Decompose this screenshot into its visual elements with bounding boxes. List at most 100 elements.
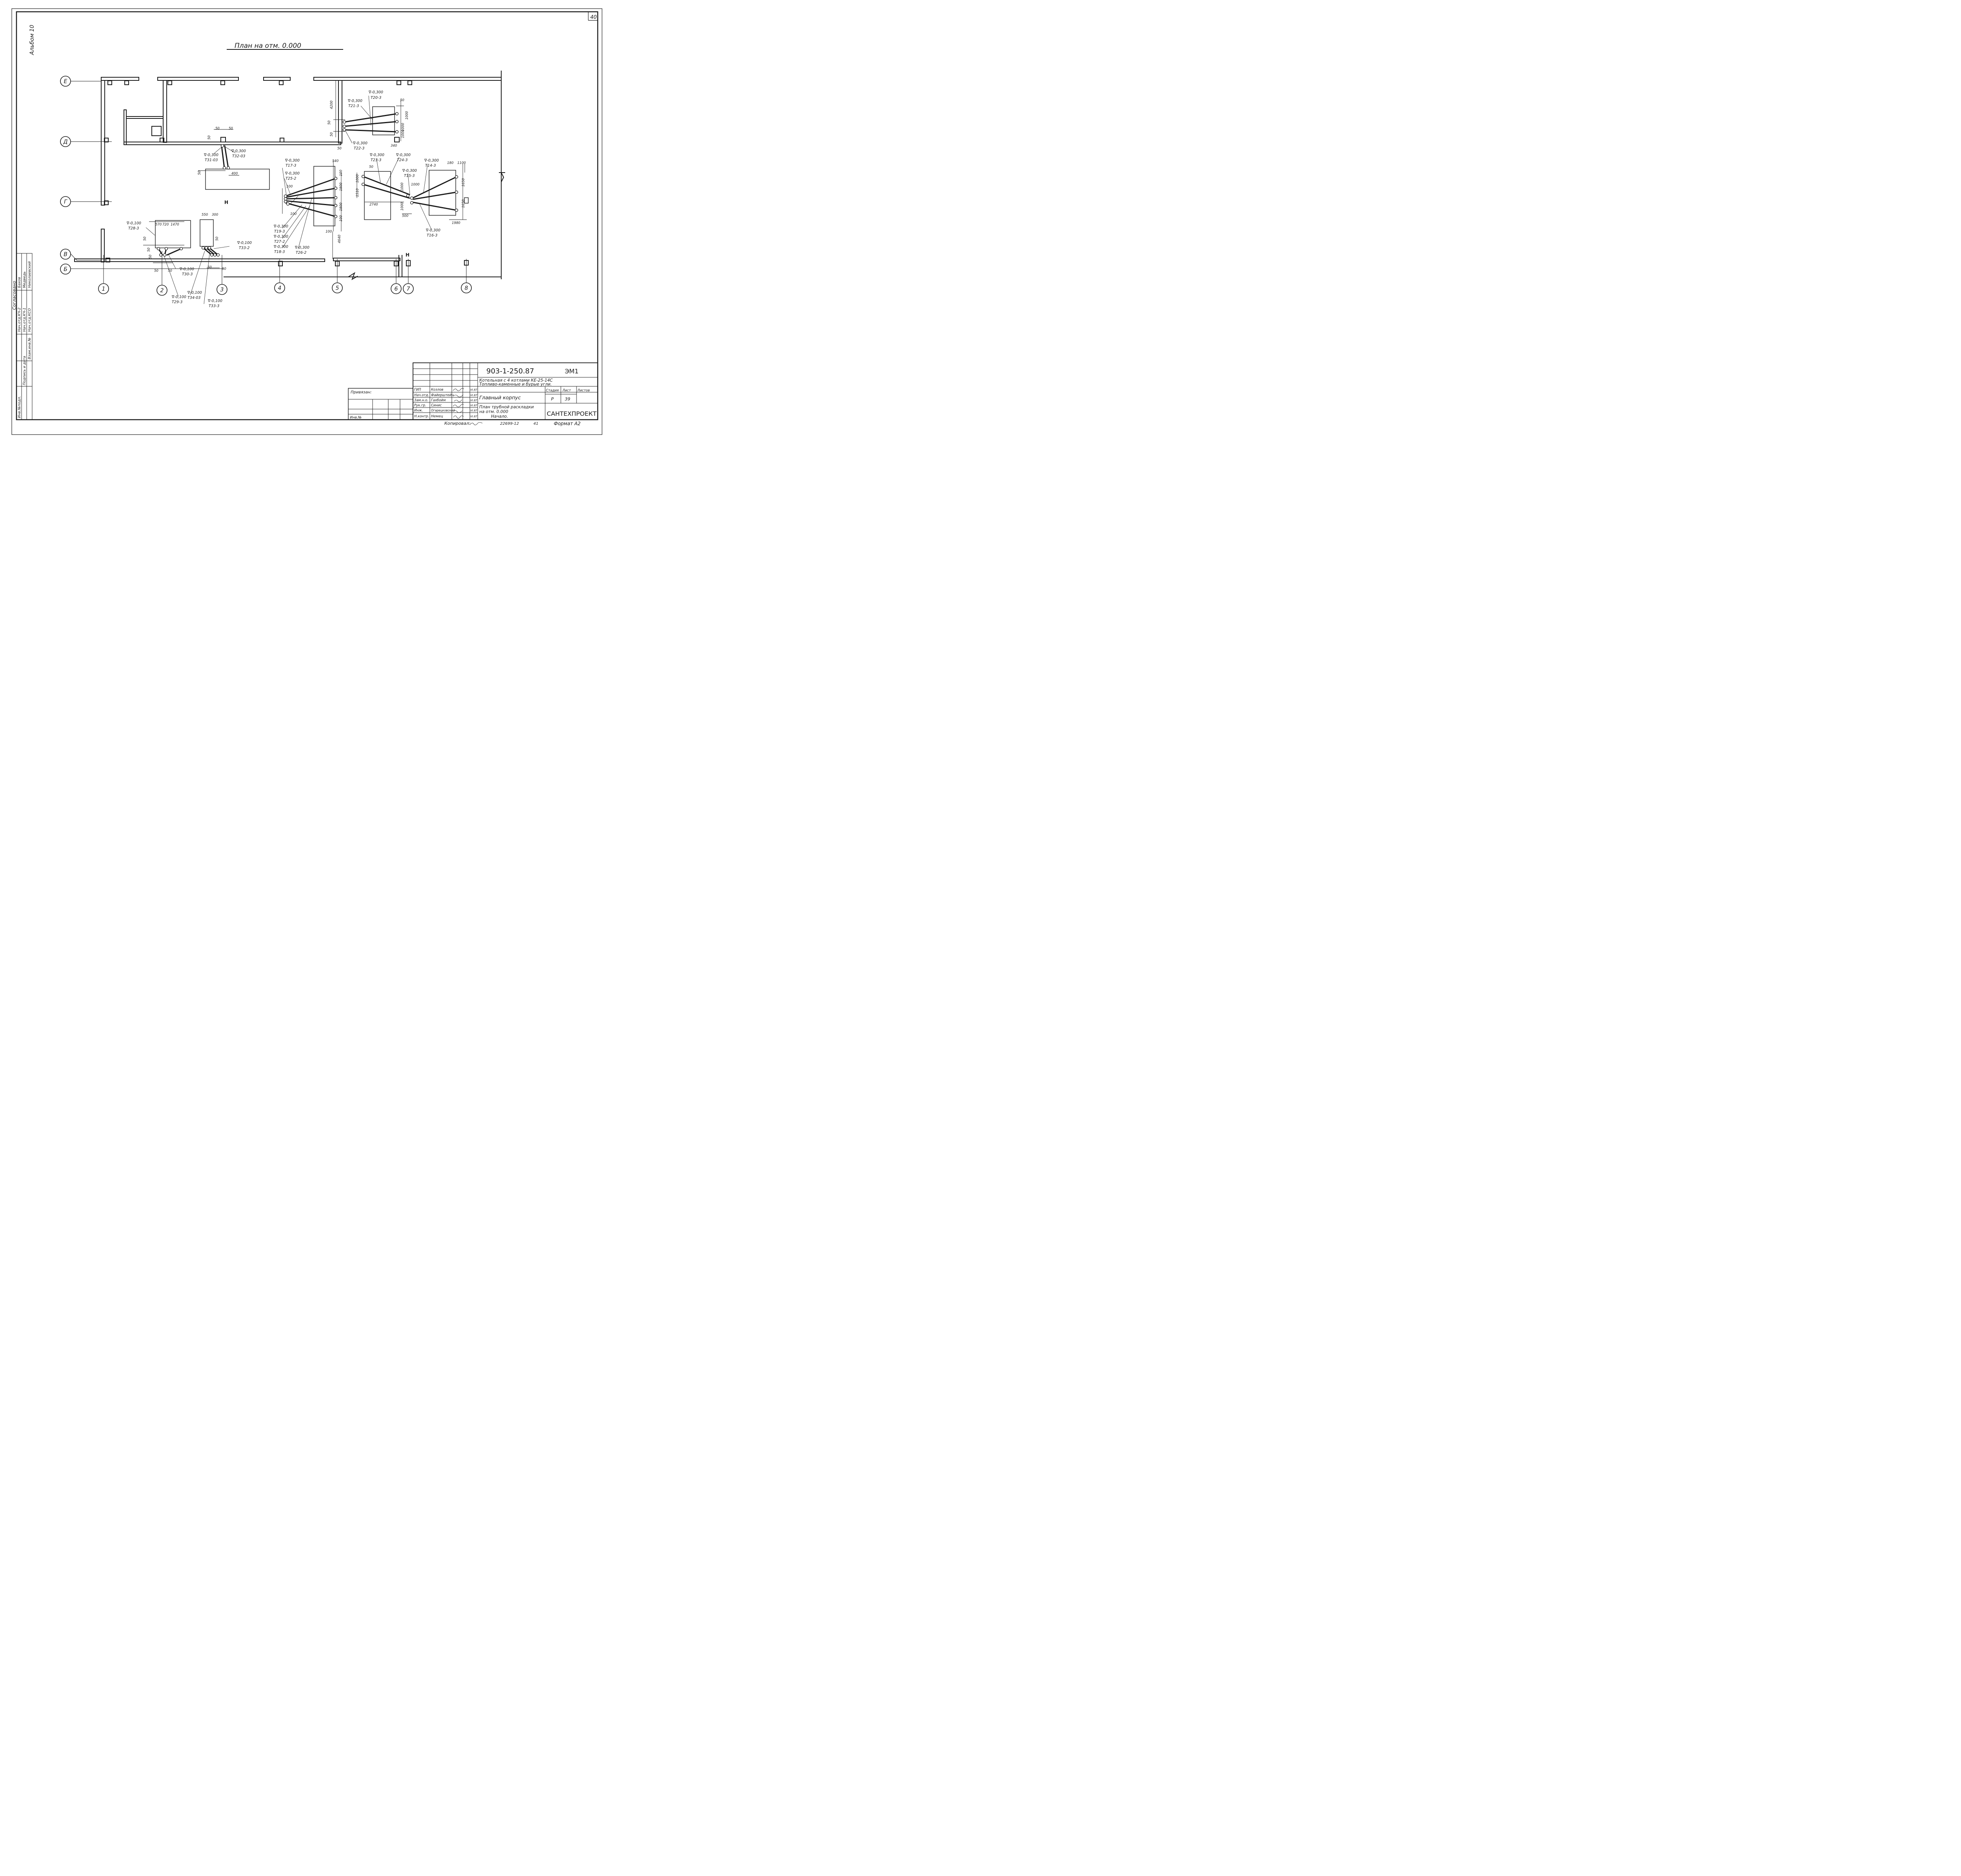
dimension: 50	[400, 98, 404, 102]
pipe-level: ∇-0,300	[353, 141, 367, 146]
sheet-label: Лист	[562, 389, 571, 393]
pipe-tag: Т30-3	[182, 272, 193, 277]
axis-label: 3	[220, 287, 224, 293]
axis-label: 7	[407, 286, 410, 292]
dimension: 50	[337, 147, 342, 151]
side-strip-label: Взам.инв.№	[28, 338, 32, 359]
staff-role: ГИП	[414, 388, 421, 392]
pipe-tag: Т26-2	[296, 251, 306, 255]
stage-value: Р	[551, 397, 554, 402]
pipe-tag: Т16-3	[427, 233, 437, 238]
pipe-level: ∇-0,300	[396, 153, 411, 157]
dimension: 1000	[401, 129, 405, 138]
dimension-labels: 4200 50 50 50 1000 1000 1000 340 50 50 5…	[143, 98, 466, 273]
axis-bubble-row-5: Б	[60, 264, 71, 275]
dimension: 100	[326, 230, 332, 234]
pipe-level: ∇-0,300	[369, 153, 384, 157]
pipe-tag: Т32-03	[232, 154, 245, 158]
dimension: 400	[231, 172, 238, 176]
dimension: 540	[332, 159, 338, 163]
dimension: 50	[143, 237, 147, 241]
dimension: 720	[162, 223, 169, 227]
dimension: 50	[215, 127, 220, 131]
pipe-level: ∇-0,100	[171, 295, 186, 299]
dimension: 50	[330, 132, 334, 136]
height-marker: Н	[224, 200, 228, 205]
staff-role: Нач.отд.	[414, 393, 429, 397]
pipe-tag: Т33-2	[239, 246, 249, 250]
dimension: 1000	[401, 123, 405, 131]
dimension: 1000	[356, 174, 360, 183]
sheet-title-3: Начало.	[491, 414, 508, 419]
pipe-level: ∇-0,100	[237, 241, 252, 245]
pipe-tag: Т25-2	[286, 177, 296, 181]
dimension: 4640	[338, 235, 342, 243]
axis-bubble-col-7: 7	[403, 283, 414, 294]
copied-label: Копировал:	[444, 421, 471, 426]
staff-name: Гахбойм	[431, 398, 446, 402]
staff-name: Файерштейн	[431, 393, 454, 397]
dimension: 300	[212, 213, 218, 217]
pipe-labels: ∇-0,300 Т20-3 ∇-0,300 Т21-3 ∇-0,300 Т22-…	[126, 90, 440, 308]
dimension: 50	[229, 127, 233, 131]
pipe-level: ∇-0,300	[402, 169, 417, 173]
side-strip-label: Инв.№подл.	[18, 396, 22, 418]
axis-bubble-col-2: 2	[156, 285, 167, 296]
staff-date: VI.87	[470, 404, 478, 407]
approval-stamp-label: Согласовано	[12, 281, 17, 310]
pipe-level: ∇-0,300	[424, 158, 439, 163]
pipe-level: ∇-0,300	[273, 224, 288, 229]
pipe-tag: Т34-03	[187, 296, 200, 300]
pipe-level: ∇-0,300	[273, 235, 288, 239]
pipe-level: ∇-0,100	[187, 291, 202, 295]
pipe-level: ∇-0,300	[285, 158, 300, 163]
staff-date: VI.87	[470, 409, 478, 412]
dimension: 50	[207, 135, 211, 140]
order-sheet: 41	[533, 422, 538, 426]
document-mark: ЭМ1	[565, 368, 578, 375]
sheet-title-1: План трубной раскладки	[479, 405, 534, 409]
dimension: 1470	[171, 223, 179, 227]
pipe-level: ∇-0,300	[273, 245, 288, 249]
dimension: 1800	[339, 202, 343, 211]
dimension: 50	[198, 171, 202, 175]
dimension: 100	[339, 215, 343, 222]
axis-bubble-col-3: 3	[216, 284, 227, 295]
staff-date: VI.87	[470, 394, 478, 397]
axis-label: Д	[63, 139, 68, 145]
dimension: 180	[447, 161, 453, 165]
document-code: 903-1-250.87	[486, 367, 534, 375]
pipe-level: ∇-0,100	[126, 221, 141, 226]
dimension: 50	[149, 255, 153, 259]
pipe-tag: Т19-3	[274, 229, 285, 234]
axis-bubble-row-2: Д	[60, 136, 71, 147]
axis-label: Б	[64, 266, 67, 273]
approval-role: Нач.отд.КЧ-1	[23, 308, 27, 332]
dimension: 570	[155, 223, 162, 227]
dimension: 1650	[462, 199, 466, 208]
axis-label: 6	[395, 286, 398, 292]
staff-name: Козлов	[431, 388, 443, 392]
dimension: 50	[147, 247, 151, 252]
dimension: 1100	[457, 161, 466, 165]
dimension: 1800	[339, 182, 343, 191]
dimension: 340	[391, 144, 397, 148]
pipe-tag: Т14-3	[425, 164, 436, 168]
axis-label: 4	[278, 285, 282, 291]
staff-role: Н.контр.	[414, 415, 429, 419]
dimension: 1980	[452, 221, 460, 225]
signatures	[453, 388, 483, 425]
dimension: 1000	[405, 111, 409, 120]
axis-bubble-col-5: 5	[332, 282, 343, 293]
album-label: Альбом 10	[29, 25, 35, 55]
pipe-tag: Т27-2	[274, 240, 285, 244]
stage-label: Стадия	[546, 389, 559, 393]
pipe-level: ∇-0,300	[347, 99, 362, 103]
dimension: 50	[154, 269, 158, 273]
pipe-level: ∇-0,300	[204, 153, 218, 157]
staff-name: Синис	[431, 404, 442, 408]
approval-name: Бахов	[18, 277, 22, 288]
sheet-number: 40	[590, 15, 597, 20]
axis-label: 2	[160, 287, 164, 294]
axis-label: 5	[336, 285, 339, 291]
